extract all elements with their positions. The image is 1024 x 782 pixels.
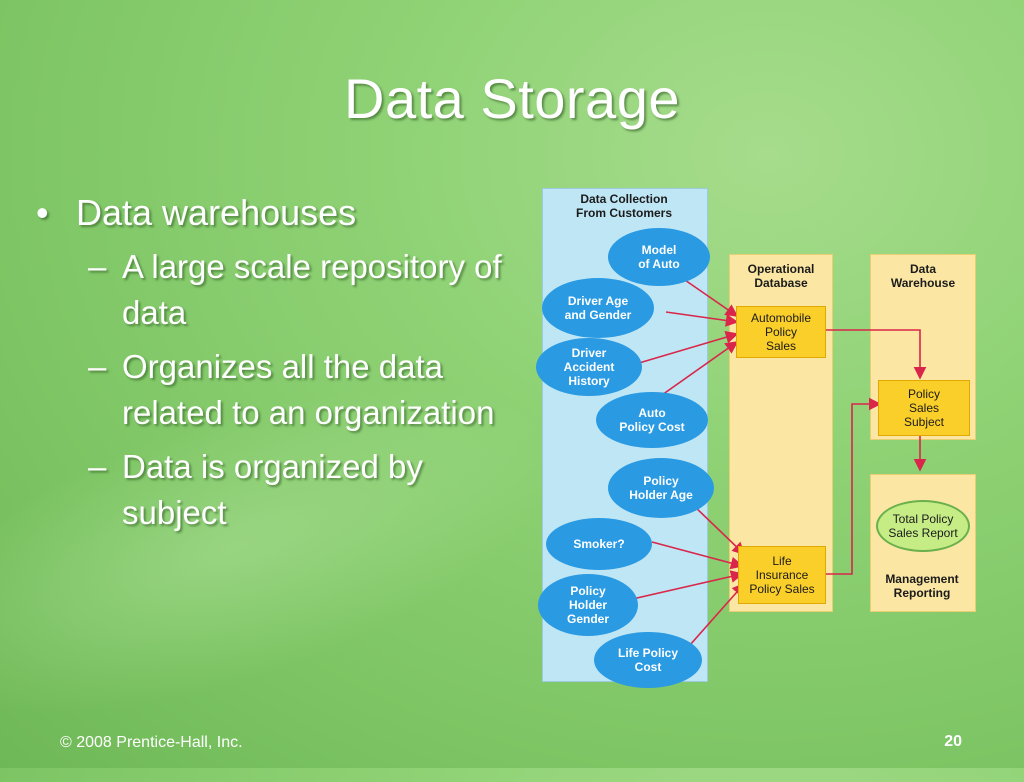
- policy-holder-age-node: Policy Holder Age: [608, 458, 714, 518]
- model-of-auto-node: Model of Auto: [608, 228, 710, 286]
- bullet-list: • Data warehouses – A large scale reposi…: [36, 190, 526, 536]
- slide-title: Data Storage: [344, 67, 680, 130]
- subbullet-item: – Data is organized by subject: [88, 444, 526, 536]
- driver-age-gender-node: Driver Age and Gender: [542, 278, 654, 338]
- subbullet-marker: –: [88, 348, 107, 385]
- subbullet-text: A large scale repository of data: [122, 248, 502, 331]
- data-collection-header: Data Collection From Customers: [575, 192, 673, 220]
- management-reporting-label: Management Reporting: [885, 572, 959, 600]
- copyright-footer: © 2008 Prentice-Hall, Inc.: [60, 734, 243, 751]
- driver-accident-history-node: Driver Accident History: [536, 338, 642, 396]
- bullet-text: Data warehouses: [76, 192, 357, 233]
- flow-arrows: [621, 277, 927, 655]
- auto-policy-cost-node: Auto Policy Cost: [596, 392, 708, 448]
- automobile-policy-sales-box: Automobile Policy Sales: [736, 306, 826, 358]
- subbullet-item: – Organizes all the data related to an o…: [88, 344, 526, 436]
- smoker-node: Smoker?: [546, 518, 652, 570]
- bullet-item: • Data warehouses: [36, 190, 526, 236]
- subbullet-text: Data is organized by subject: [122, 448, 423, 531]
- total-policy-sales-report-node: Total Policy Sales Report: [876, 500, 970, 552]
- subbullet-item: – A large scale repository of data: [88, 244, 526, 336]
- policy-sales-subject-box: Policy Sales Subject: [878, 380, 970, 436]
- data-warehouse-diagram: Data Collection From Customers Operation…: [532, 182, 992, 692]
- life-insurance-policy-sales-box: Life Insurance Policy Sales: [738, 546, 826, 604]
- subbullet-marker: –: [88, 248, 107, 285]
- life-policy-cost-node: Life Policy Cost: [594, 632, 702, 688]
- bullet-marker: •: [36, 192, 49, 233]
- slide-number: 20: [944, 733, 962, 750]
- policy-holder-gender-node: Policy Holder Gender: [538, 574, 638, 636]
- data-warehouse-header: Data Warehouse: [890, 262, 956, 290]
- operational-database-header: Operational Database: [747, 262, 815, 290]
- subbullet-text: Organizes all the data related to an org…: [122, 348, 495, 431]
- subbullet-marker: –: [88, 448, 107, 485]
